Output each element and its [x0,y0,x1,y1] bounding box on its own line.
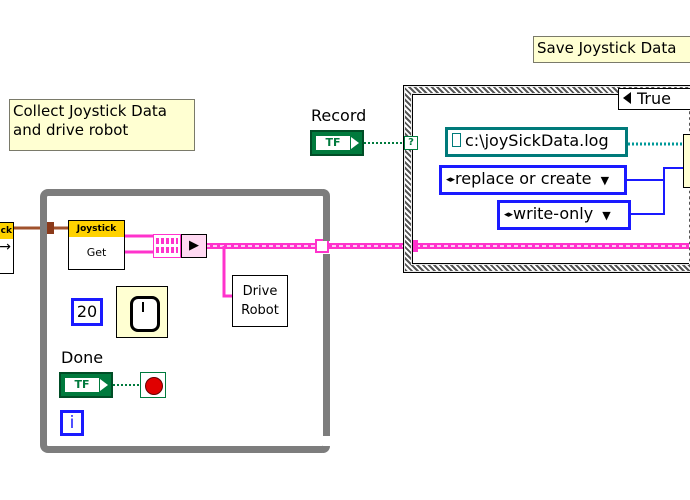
pink-wire-joystick-out [124,234,154,254]
record-boolean-control[interactable]: TF [310,130,364,156]
case-selector-terminal[interactable]: ? [404,136,418,150]
wait-ms-constant[interactable]: 20 [71,298,103,326]
left-stub-vi[interactable]: ick → [0,222,14,274]
save-joystick-note: Save Joystick Data [533,36,690,63]
build-array-arrow-icon: ▶ [189,238,199,253]
while-loop-right-edge-corner [323,446,330,453]
access-mode-enum[interactable]: ◂▸write-only ▼ [497,200,631,230]
left-stub-header: ick [0,223,13,239]
record-label: Record [311,106,367,125]
case-selector-value: True [637,89,671,108]
open-mode-value: replace or create [455,169,592,188]
loop-iteration-text: i [69,413,75,433]
record-boolean-arrow-icon [351,137,359,149]
stop-condition-terminal[interactable] [140,372,166,398]
file-path-icon [452,133,461,147]
bundle-node[interactable] [153,234,181,258]
case-selector-arrow-icon [623,92,631,104]
case-selector-label[interactable]: True [618,88,690,110]
record-boolean-face: TF [316,136,350,150]
wristwatch-icon [130,296,160,332]
loop-tunnel-right [315,239,329,253]
open-mode-dropdown-icon: ▼ [600,174,610,187]
open-mode-enum[interactable]: ◂▸replace or create ▼ [439,165,627,195]
record-boolean-text: TF [325,136,341,149]
file-path-constant[interactable]: c:\joySickData.log [445,127,628,157]
stop-icon [145,377,163,395]
access-mode-increment-icon: ◂▸ [504,210,514,220]
joystick-get-body: Get [86,246,107,259]
joystick-get-header: Joystick [69,221,124,237]
while-loop-right-edge-bottom [323,254,330,436]
while-loop[interactable] [40,189,330,453]
drive-robot-vi[interactable]: Drive Robot [232,275,288,327]
build-array-node[interactable]: ▶ [181,234,207,258]
collect-joystick-note-text: Collect Joystick Data and drive robot [13,102,167,139]
while-loop-right-edge-top [323,189,330,241]
bundle-element-top [156,238,178,244]
access-mode-dropdown-icon: ▼ [602,209,611,222]
wait-function[interactable] [116,286,168,338]
left-stub-arrow-icon: → [0,239,11,255]
done-boolean-text: TF [74,378,90,391]
collect-joystick-note: Collect Joystick Data and drive robot [9,99,195,151]
wristwatch-hand [142,302,144,312]
done-boolean-control[interactable]: TF [59,372,113,398]
drive-robot-label: Drive Robot [241,284,279,318]
open-mode-increment-icon: ◂▸ [446,175,456,185]
done-boolean-arrow-icon [100,379,108,391]
open-file-function[interactable] [683,134,690,188]
save-joystick-note-text: Save Joystick Data [537,39,677,57]
access-mode-value: write-only [513,204,594,223]
joystick-get-vi[interactable]: Joystick Get [68,220,125,270]
done-label: Done [61,348,104,367]
loop-iteration-terminal: i [60,410,84,436]
bundle-element-bottom [156,247,178,253]
wait-ms-value: 20 [76,302,98,321]
done-boolean-face: TF [65,378,99,392]
file-path-value: c:\joySickData.log [465,131,609,150]
